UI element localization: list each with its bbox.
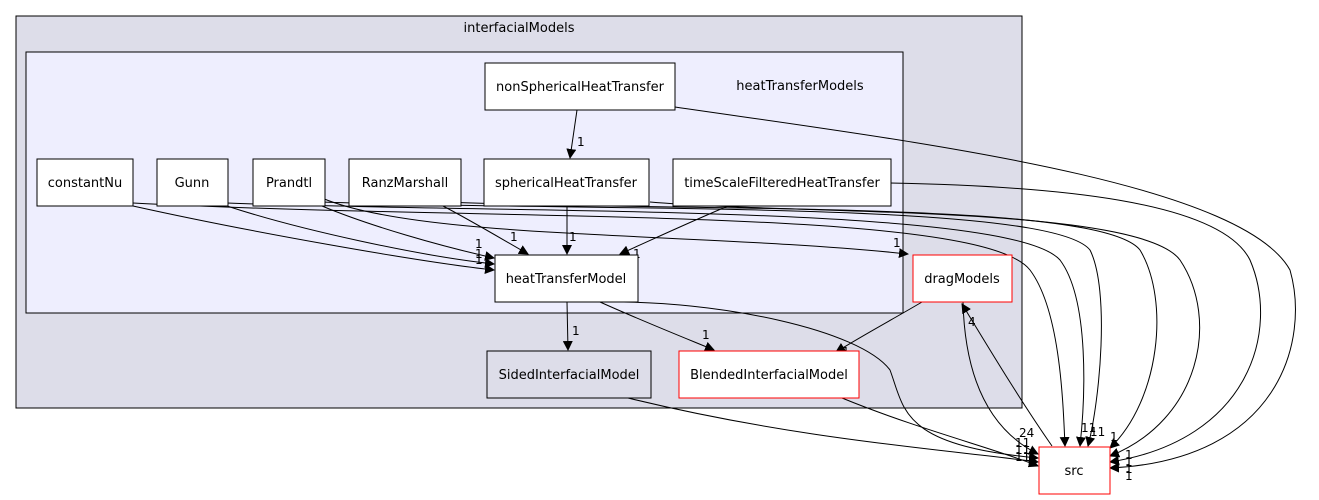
node-sphericalHeatTransfer[interactable]: sphericalHeatTransfer	[483, 158, 650, 207]
edge-prandtl-to-htm	[321, 205, 495, 261]
edge-htm-to-blended	[599, 301, 715, 352]
edge-timeScale-to-src	[889, 182, 1262, 466]
heatTransferModels-cluster-label: heatTransferModels	[736, 79, 864, 94]
edge-timeScale-to-htm	[619, 205, 729, 255]
node-heatTransferModel[interactable]: heatTransferModel	[494, 254, 639, 303]
edge-label: 1	[1125, 469, 1133, 483]
edge-label: 1	[569, 230, 577, 244]
edge-htm-to-src	[599, 301, 1039, 463]
node-label: timeScaleFilteredHeatTransfer	[684, 176, 880, 191]
node-label: SidedInterfacialModel	[499, 368, 640, 383]
node-Prandtl[interactable]: Prandtl	[252, 158, 326, 207]
node-nonSphericalHeatTransfer[interactable]: nonSphericalHeatTransfer	[484, 62, 676, 111]
edge-constantNu-to-src	[132, 202, 1070, 447]
edge-nonSpherical-to-src	[674, 106, 1296, 473]
edge-label: 1	[475, 247, 483, 261]
node-BlendedInterfacialModel[interactable]: BlendedInterfacialModel	[678, 350, 860, 399]
node-label: dragModels	[924, 272, 1000, 287]
interfacialModels-cluster-label: interfacialModels	[464, 21, 575, 36]
edge-label: 1	[1125, 462, 1133, 476]
node-label: sphericalHeatTransfer	[495, 176, 638, 191]
node-RanzMarshall[interactable]: RanzMarshall	[348, 158, 462, 207]
edge-label: 1	[577, 135, 585, 149]
node-label: src	[1065, 464, 1084, 479]
edge-label: 11	[1015, 436, 1030, 450]
edge-label: 1	[475, 253, 483, 267]
edge-label: 4	[968, 315, 976, 329]
edges	[132, 106, 1296, 473]
node-label: heatTransferModel	[506, 272, 627, 287]
edge-gunn-to-htm	[226, 205, 495, 269]
edge-label: 1	[475, 237, 483, 251]
edge-labels: 1 1 1 1 1 1 1 1 1 1 1 4 24 11 11 11 11 1…	[475, 135, 1133, 483]
edge-prandtl-to-src	[321, 201, 1102, 447]
node-SidedInterfacialModel[interactable]: SidedInterfacialModel	[486, 350, 652, 399]
edge-label: 1	[510, 230, 518, 244]
edge-label: 1	[893, 236, 901, 250]
edge-label: 1	[633, 247, 641, 261]
edge-prandtl-to-drag	[321, 197, 909, 259]
node-label: nonSphericalHeatTransfer	[496, 80, 665, 95]
node-label: RanzMarshall	[362, 176, 449, 191]
node-Gunn[interactable]: Gunn	[156, 158, 229, 207]
node-constantNu[interactable]: constantNu	[36, 158, 134, 207]
edge-spherical-to-src	[649, 201, 1200, 458]
node-label: Gunn	[175, 176, 210, 191]
edge-label: 1	[702, 328, 710, 342]
node-label: Prandtl	[266, 176, 312, 191]
edge-drag-to-src	[962, 301, 1039, 455]
node-label: BlendedInterfacialModel	[690, 368, 848, 383]
edge-label: 1	[572, 324, 580, 338]
edge-constantNu-to-htm	[132, 205, 495, 275]
node-dragModels[interactable]: dragModels	[912, 254, 1013, 303]
node-src[interactable]: src	[1038, 446, 1111, 495]
edge-label: 11	[1081, 421, 1096, 435]
edge-label: 11	[1090, 425, 1105, 439]
node-label: constantNu	[48, 176, 122, 191]
edge-label: 11	[1015, 450, 1030, 464]
edge-label: 1	[1110, 430, 1118, 444]
edge-nonSpherical-to-spherical	[566, 109, 578, 159]
edge-label: 1	[1125, 455, 1133, 469]
edge-label: 1	[1125, 448, 1133, 462]
node-timeScaleFilteredHeatTransfer[interactable]: timeScaleFilteredHeatTransfer	[672, 158, 892, 207]
edge-label: 11	[1015, 443, 1030, 457]
edge-ranz-to-htm	[442, 205, 529, 255]
edge-drag-to-blended	[835, 301, 923, 353]
edge-src-to-drag	[961, 303, 1053, 447]
edge-label: 24	[1019, 426, 1034, 440]
edge-ranz-to-src	[442, 201, 1158, 449]
edge-gunn-to-src	[226, 202, 1086, 447]
edge-sided-to-src	[627, 397, 1039, 466]
edge-htm-to-sided	[562, 301, 573, 351]
edge-blended-to-src	[841, 397, 1039, 468]
